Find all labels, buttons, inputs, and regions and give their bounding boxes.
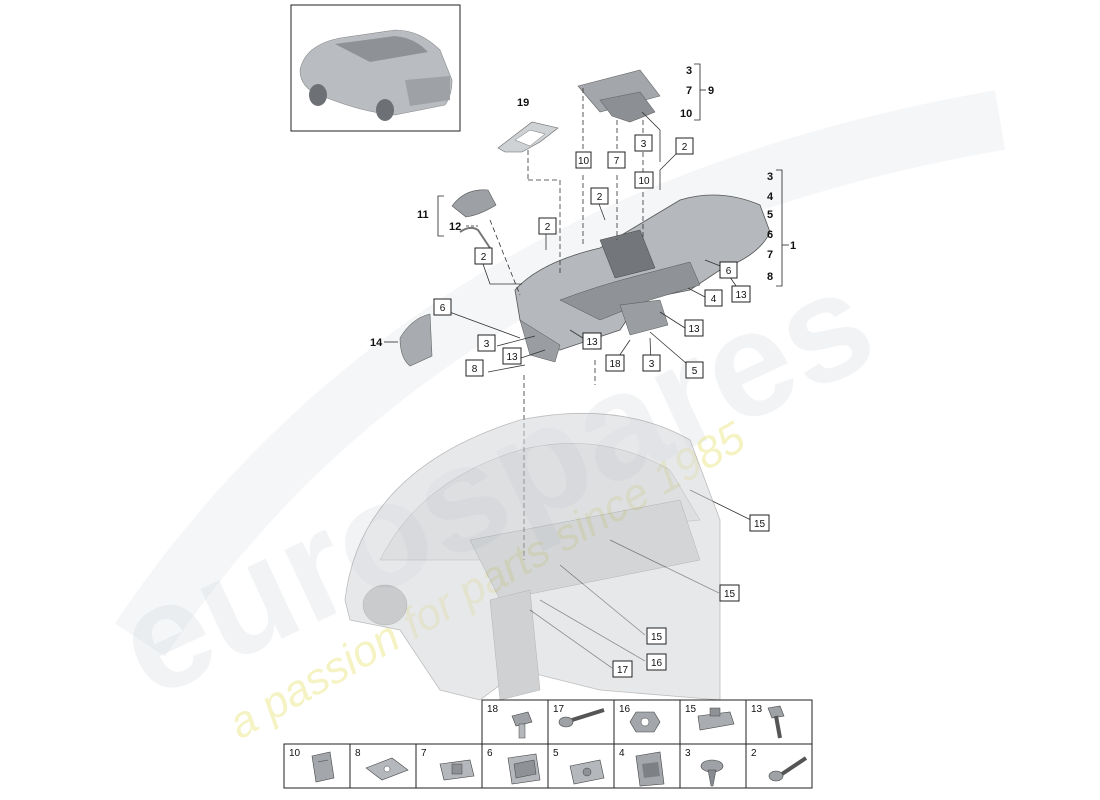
callout-15: 15 <box>651 632 663 643</box>
clip-icon-6 <box>507 753 541 785</box>
table-cell-16: 16 <box>619 704 631 715</box>
callout-13: 13 <box>688 324 700 335</box>
clip-icon-10 <box>311 751 335 783</box>
dashboard-carrier <box>514 194 771 363</box>
group-label-11: 11 <box>417 209 429 221</box>
callout-13: 13 <box>735 290 747 301</box>
table-row-1 <box>481 699 813 745</box>
group-label-9: 9 <box>708 85 714 97</box>
callout-3: 3 <box>649 359 655 370</box>
screw-icon-3 <box>700 759 724 787</box>
plate-nut-icon-8 <box>365 757 409 781</box>
table-cell-4: 4 <box>619 748 625 759</box>
callout-6: 6 <box>440 303 446 314</box>
table-cell-10: 10 <box>289 748 301 759</box>
clip-icon-4 <box>635 751 665 787</box>
table-cell-8: 8 <box>355 748 361 759</box>
callout-8: 8 <box>472 364 478 375</box>
fastener-parts-table: 18 17 16 15 13 10 8 7 6 5 4 3 2 <box>283 699 813 789</box>
callout-13: 13 <box>506 352 518 363</box>
group-label-1-item-8: 8 <box>767 271 773 283</box>
group-label-1: 1 <box>790 240 796 252</box>
callout-18: 18 <box>609 359 621 370</box>
table-cell-3: 3 <box>685 748 691 759</box>
table-cell-17: 17 <box>553 704 565 715</box>
part-11-vent <box>451 189 497 249</box>
callout-labels: 10 7 3 2 10 2 2 2 6 3 13 8 13 18 3 5 13 … <box>440 139 766 676</box>
long-bolt-icon <box>558 708 605 728</box>
callout-boxes <box>433 134 770 678</box>
table-cell-5: 5 <box>553 748 559 759</box>
group-label-9-item-7: 7 <box>686 85 692 97</box>
clip-icon-7 <box>439 759 475 781</box>
group-label-1-item-6: 6 <box>767 229 773 241</box>
callout-3: 3 <box>641 139 647 150</box>
group-label-12: 12 <box>449 221 461 233</box>
callout-15: 15 <box>724 589 736 600</box>
callout-6: 6 <box>726 266 732 277</box>
table-cell-15: 15 <box>685 704 697 715</box>
group-labels: 19 11 12 14 3 7 10 9 3 4 5 6 7 8 1 <box>370 63 796 349</box>
group-label-1-item-7: 7 <box>767 249 773 261</box>
table-cell-7: 7 <box>421 748 427 759</box>
table-cell-18: 18 <box>487 704 499 715</box>
group-label-14: 14 <box>370 337 383 349</box>
vehicle-thumbnail <box>290 4 461 132</box>
nut-icon <box>629 711 661 733</box>
bolt-flange-icon <box>511 711 533 739</box>
callout-10: 10 <box>638 176 650 187</box>
clip-nut-icon <box>697 707 735 731</box>
callout-2: 2 <box>545 222 551 233</box>
callout-16: 16 <box>651 658 663 669</box>
group-label-9-item-10: 10 <box>680 108 692 120</box>
callout-5: 5 <box>692 366 698 377</box>
clip-icon-5 <box>569 759 605 785</box>
callout-2: 2 <box>481 252 487 263</box>
table-cell-6: 6 <box>487 748 493 759</box>
callout-10: 10 <box>578 156 590 167</box>
group-label-9-item-3: 3 <box>686 65 692 77</box>
table-cell-13: 13 <box>751 704 763 715</box>
callout-3: 3 <box>484 339 490 350</box>
callout-15: 15 <box>754 519 766 530</box>
callout-2: 2 <box>597 192 603 203</box>
group-label-1-item-5: 5 <box>767 209 773 221</box>
group-label-19: 19 <box>517 97 529 109</box>
table-cell-2: 2 <box>751 748 757 759</box>
bolt-icon-2 <box>768 756 808 782</box>
callout-13: 13 <box>586 337 598 348</box>
hex-bolt-icon <box>767 705 785 739</box>
group-label-1-item-3: 3 <box>767 171 773 183</box>
table-cell-numbers: 18 17 16 15 13 10 8 7 6 5 4 3 2 <box>289 704 763 759</box>
table-row-2 <box>283 743 813 789</box>
callout-2: 2 <box>682 142 688 153</box>
vehicle-body-shell <box>344 412 721 701</box>
callout-17: 17 <box>617 665 629 676</box>
group-label-1-item-4: 4 <box>767 191 774 203</box>
callout-7: 7 <box>614 156 620 167</box>
part-14-end-cap <box>399 313 433 367</box>
part-19-trim <box>497 121 559 153</box>
callout-4: 4 <box>711 294 717 305</box>
top-garnish-assembly <box>577 69 661 123</box>
